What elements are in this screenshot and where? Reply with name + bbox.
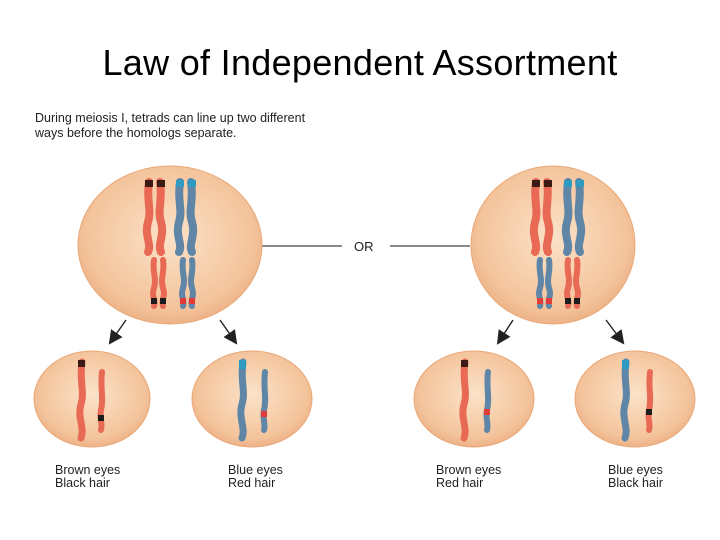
chromosome-large-maternal <box>142 178 167 256</box>
hair-trait: Black hair <box>55 476 110 490</box>
daughter-label-1: Brown eyes Black hair <box>55 464 120 490</box>
chromosome-large-maternal <box>529 178 554 256</box>
slide-title: Law of Independent Assortment <box>102 42 618 83</box>
cell-body <box>574 350 696 448</box>
eye-trait: Brown eyes <box>436 463 502 477</box>
daughter-cell-1 <box>33 350 151 448</box>
daughter-cell-3 <box>413 350 535 448</box>
cell-body <box>470 165 636 325</box>
eye-trait: Brown eyes <box>55 463 121 477</box>
chromosome-small-paternal <box>179 257 196 309</box>
cell-body <box>191 350 313 448</box>
arrow-icon <box>219 319 238 345</box>
eye-trait: Blue eyes <box>228 463 283 477</box>
chromosome-small-maternal <box>150 257 167 309</box>
daughter-label-4: Blue eyes Black hair <box>608 464 663 490</box>
or-label: OR <box>354 239 374 254</box>
chromosome-small-paternal <box>536 257 553 309</box>
arrow-icon <box>605 319 625 345</box>
daughter-label-3: Brown eyes Red hair <box>436 464 501 490</box>
chromosome-large-paternal <box>173 178 198 256</box>
hair-trait: Red hair <box>228 476 276 490</box>
caption-line-2: ways before the homologs separate. <box>35 126 237 140</box>
daughter-cell-4 <box>574 350 696 448</box>
parent-cell-1 <box>77 165 263 325</box>
cell-body <box>413 350 535 448</box>
arrow-icon <box>108 319 127 345</box>
daughter-label-2: Blue eyes Red hair <box>228 464 283 490</box>
caption: During meiosis I, tetrads can line up tw… <box>35 111 355 141</box>
hair-trait: Black hair <box>608 476 663 490</box>
caption-line-1: During meiosis I, tetrads can line up tw… <box>35 111 306 125</box>
parent-cell-2 <box>470 165 636 325</box>
daughter-cell-2 <box>191 350 313 448</box>
chromosome-small-maternal <box>564 257 581 309</box>
cell-body <box>33 350 151 448</box>
chromosome-large-paternal <box>561 178 586 256</box>
arrow-icon <box>496 319 514 345</box>
cell-body <box>77 165 263 325</box>
hair-trait: Red hair <box>436 476 484 490</box>
eye-trait: Blue eyes <box>608 463 663 477</box>
